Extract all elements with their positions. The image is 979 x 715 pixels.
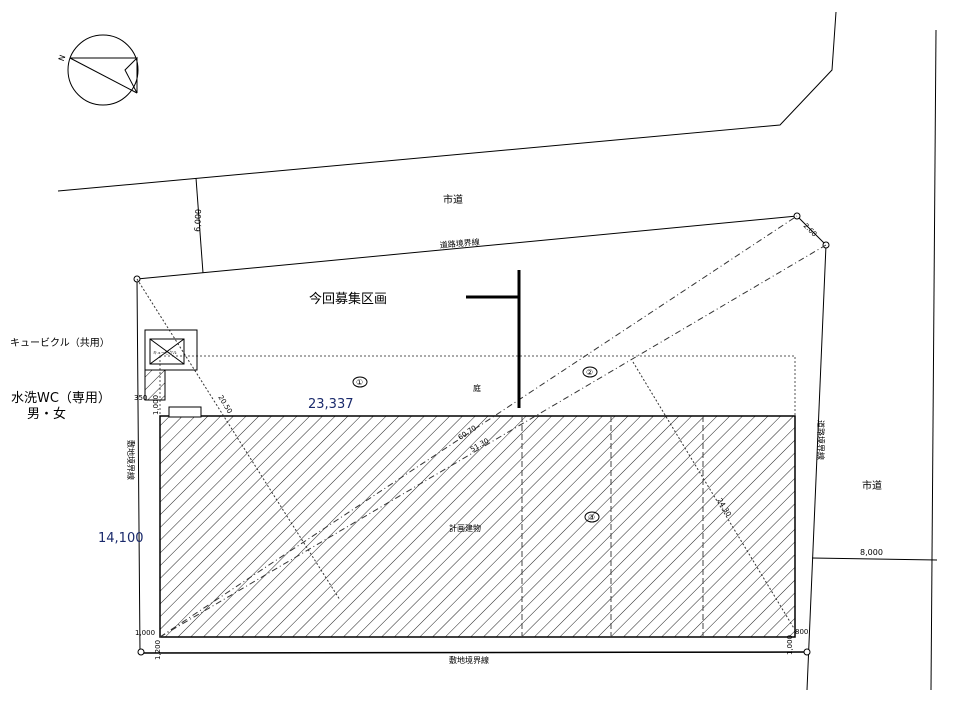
north-label: N xyxy=(57,54,68,63)
top-boundary-label: 道路境界線 xyxy=(439,237,480,250)
cubicle-outline xyxy=(144,329,198,371)
dim-diagonal-5: 2.60 xyxy=(802,222,819,239)
dim-diagonal-1: 20.50 xyxy=(216,394,233,415)
bottom-boundary-label: 敷地境界線 xyxy=(449,655,489,665)
cubicle-label: キュービクル（共用） xyxy=(10,337,110,349)
road-lines xyxy=(57,11,938,691)
zone-2-label: ② xyxy=(586,368,593,377)
zone-3-label: ③ xyxy=(588,513,595,522)
wc-label: 水洗WC（専用） xyxy=(11,391,111,406)
wc-box xyxy=(144,369,166,401)
dim-1000-bottom-left: 1,000 xyxy=(135,629,155,637)
zone-1-label: ① xyxy=(356,378,363,387)
recruitment-area-marker xyxy=(466,270,521,408)
garden-label: 庭 xyxy=(473,383,481,393)
dim-1000-bottom-right: 1,000 xyxy=(786,635,794,655)
building-label: 計画建物 xyxy=(449,523,481,533)
top-road-width: 6,000 xyxy=(193,209,203,232)
small-structure xyxy=(168,406,202,418)
right-road-width: 8,000 xyxy=(860,548,883,557)
right-road-label: 市道 xyxy=(862,479,882,492)
planned-building xyxy=(159,415,796,638)
left-boundary-label: 敷地境界線 xyxy=(126,440,136,480)
north-arrow-icon xyxy=(67,34,139,106)
page-title: 今回募集区画 xyxy=(309,291,387,307)
cubicle-box xyxy=(149,338,185,365)
depth-value: 14,100 xyxy=(98,531,144,546)
area-value: 23,337 xyxy=(308,397,354,412)
building-divisions xyxy=(521,416,704,637)
top-road-label: 市道 xyxy=(443,193,463,206)
dim-1000-left: 1,000 xyxy=(152,395,160,415)
diagonal-lines xyxy=(159,215,827,638)
cubicle-small-label: キュービクル xyxy=(153,349,177,355)
wc-gender-label: 男・女 xyxy=(27,406,66,422)
right-boundary-label: 道路境界線 xyxy=(816,420,826,460)
dim-350: 350 xyxy=(134,394,147,402)
dim-1200: 1,200 xyxy=(154,640,162,660)
dim-800: 800 xyxy=(795,628,808,636)
